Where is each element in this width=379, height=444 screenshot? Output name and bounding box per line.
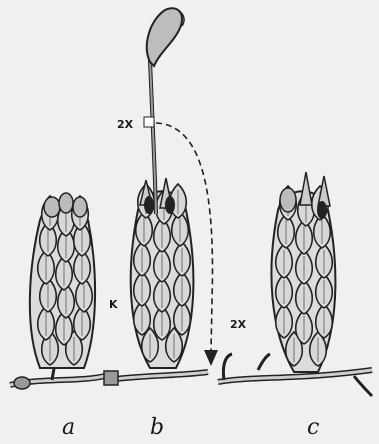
panel-label-a: a	[62, 415, 75, 440]
magnification-mark-c: 2X	[230, 318, 246, 331]
moss-plant-b	[104, 8, 218, 385]
moss-plant-c	[218, 172, 372, 396]
magnification-mark-b: 2X	[117, 118, 133, 131]
moss-plant-a	[10, 193, 105, 389]
panel-label-b: b	[150, 415, 164, 440]
marker-k: K	[109, 298, 118, 311]
panel-label-c: c	[307, 415, 319, 440]
